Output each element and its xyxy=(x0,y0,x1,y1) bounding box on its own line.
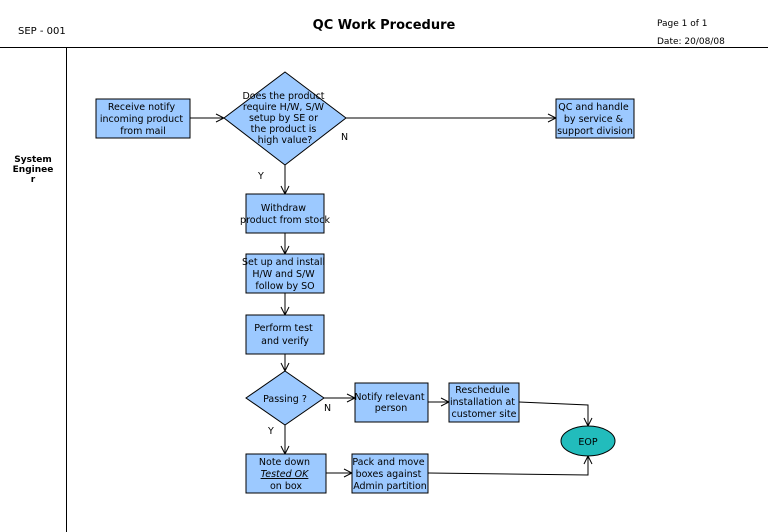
node-test xyxy=(245,314,325,355)
header-divider xyxy=(0,47,768,48)
node-pack xyxy=(351,453,429,494)
node-receive xyxy=(95,98,191,139)
node-decision xyxy=(223,71,347,166)
node-withdraw xyxy=(245,193,325,234)
node-setup-text: Set up and install H/W and S/W follow by… xyxy=(242,257,328,292)
node-notify-text: Notify relevant person xyxy=(354,392,427,414)
edge-reschedule-to-eop xyxy=(518,401,588,426)
node-qc-handle xyxy=(555,98,635,139)
document-date: Date: 20/08/08 xyxy=(657,37,725,47)
edge-pack-to-eop xyxy=(427,456,588,476)
document-id: SEP - 001 xyxy=(18,26,66,37)
node-notify xyxy=(354,382,429,423)
passing-yes-label: Y xyxy=(267,426,274,437)
node-reschedule xyxy=(448,382,520,423)
node-eop xyxy=(560,425,616,457)
node-test-text: Perform test and verify xyxy=(254,323,316,347)
page-title: QC Work Procedure xyxy=(312,18,456,33)
node-pack-text: Pack and move boxes against Admin partit… xyxy=(352,457,427,492)
node-passing-text: Passing ? xyxy=(263,394,307,405)
node-receive-text: Receive notify incoming product from mai… xyxy=(100,102,186,137)
node-note-down-text: Note down Tested OK on box xyxy=(259,457,313,492)
node-reschedule-text: Reschedule installation at customer site xyxy=(450,385,518,420)
node-note-down xyxy=(245,453,327,494)
node-decision-text: Does the product require H/W, S/W setup … xyxy=(242,91,327,146)
node-eop-text: EOP xyxy=(578,437,597,448)
decision-yes-label: Y xyxy=(257,171,264,182)
passing-no-label: N xyxy=(324,403,331,414)
node-passing xyxy=(245,370,325,426)
node-qc-handle-text: QC and handle by service & support divis… xyxy=(557,102,633,137)
lane-divider xyxy=(66,48,67,532)
node-setup xyxy=(245,253,325,294)
page-number: Page 1 of 1 xyxy=(657,19,708,29)
node-withdraw-text: Withdraw product from stock xyxy=(240,203,330,226)
lane-role-label: System Enginee r xyxy=(12,155,54,185)
decision-no-label: N xyxy=(341,132,348,143)
